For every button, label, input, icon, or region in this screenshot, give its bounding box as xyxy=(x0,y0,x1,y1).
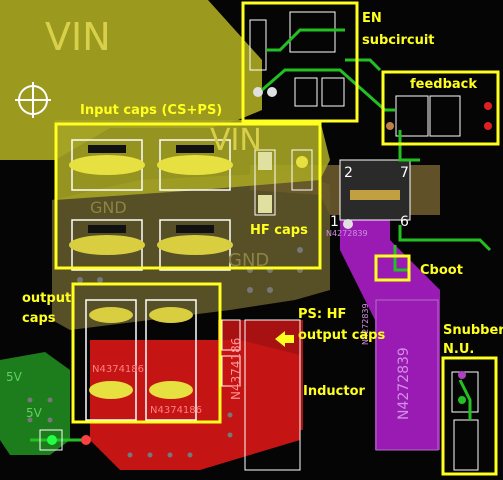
pin-number-6: 6 xyxy=(400,214,409,230)
purple-component-outline xyxy=(375,299,439,451)
ic-u1 xyxy=(339,159,411,229)
en-subcircuit-box xyxy=(241,1,359,123)
label-cboot: Cboot xyxy=(420,263,463,278)
feedback-box xyxy=(381,70,500,146)
label-snubber-nu: N.U. xyxy=(443,342,474,357)
label-output: output xyxy=(22,291,71,306)
arrow-left-icon xyxy=(275,331,294,347)
label-feedback: feedback xyxy=(410,77,477,92)
net-label-vin: VIN xyxy=(45,15,111,59)
net-label-gnd-right: GND xyxy=(228,250,269,271)
hf-caps-parts xyxy=(254,149,313,216)
label-ps-output-caps: output caps xyxy=(298,328,385,343)
label-input-caps: Input caps (CS+PS) xyxy=(80,103,222,118)
ps-hf-output-caps-parts xyxy=(221,319,241,387)
signal-traces xyxy=(30,28,492,442)
output-capacitors xyxy=(85,299,197,421)
label-output-caps: caps xyxy=(22,311,56,326)
label-hf-caps: HF caps xyxy=(250,223,308,238)
net-label-5v-bottom: 5V xyxy=(26,406,43,420)
pin-number-1: 1 xyxy=(330,214,339,230)
pin-number-7: 7 xyxy=(400,165,409,181)
net-label-vin-inner: VIN xyxy=(210,123,262,158)
net-label-boot-small: N4272839 xyxy=(361,303,370,345)
input-capacitors xyxy=(69,139,233,271)
net-label-boot-top: N4272839 xyxy=(326,229,368,238)
output-caps-box xyxy=(71,282,222,424)
label-inductor: Inductor xyxy=(303,384,366,399)
label-ps-hf: PS: HF xyxy=(298,307,346,322)
label-en: EN xyxy=(362,11,382,26)
net-label-5v-top: 5V xyxy=(6,370,23,384)
net-label-switch-vertical: N4374186 xyxy=(229,338,243,400)
label-en-subcircuit: subcircuit xyxy=(362,33,435,48)
boot-copper xyxy=(340,200,440,450)
pin-number-2: 2 xyxy=(344,165,353,181)
inductor-outline xyxy=(244,319,301,471)
input-caps-box xyxy=(54,122,322,270)
feedback-parts xyxy=(386,95,492,137)
gnd-vias xyxy=(27,247,303,458)
snubber-parts xyxy=(451,371,479,471)
v5-connector xyxy=(39,429,91,451)
snubber-box xyxy=(441,356,498,476)
net-label-boot-vertical: N4272839 xyxy=(396,347,412,420)
origin-crosshair-icon xyxy=(15,82,51,118)
v5-copper-pour xyxy=(0,352,70,455)
en-subcircuit-parts xyxy=(249,11,345,107)
cboot-box xyxy=(374,254,411,282)
net-label-switch-b: N4374186 xyxy=(150,405,202,416)
net-label-gnd-left: GND xyxy=(90,198,127,217)
label-snubber: Snubber xyxy=(443,323,503,338)
net-label-switch-a: N4374186 xyxy=(92,364,144,375)
